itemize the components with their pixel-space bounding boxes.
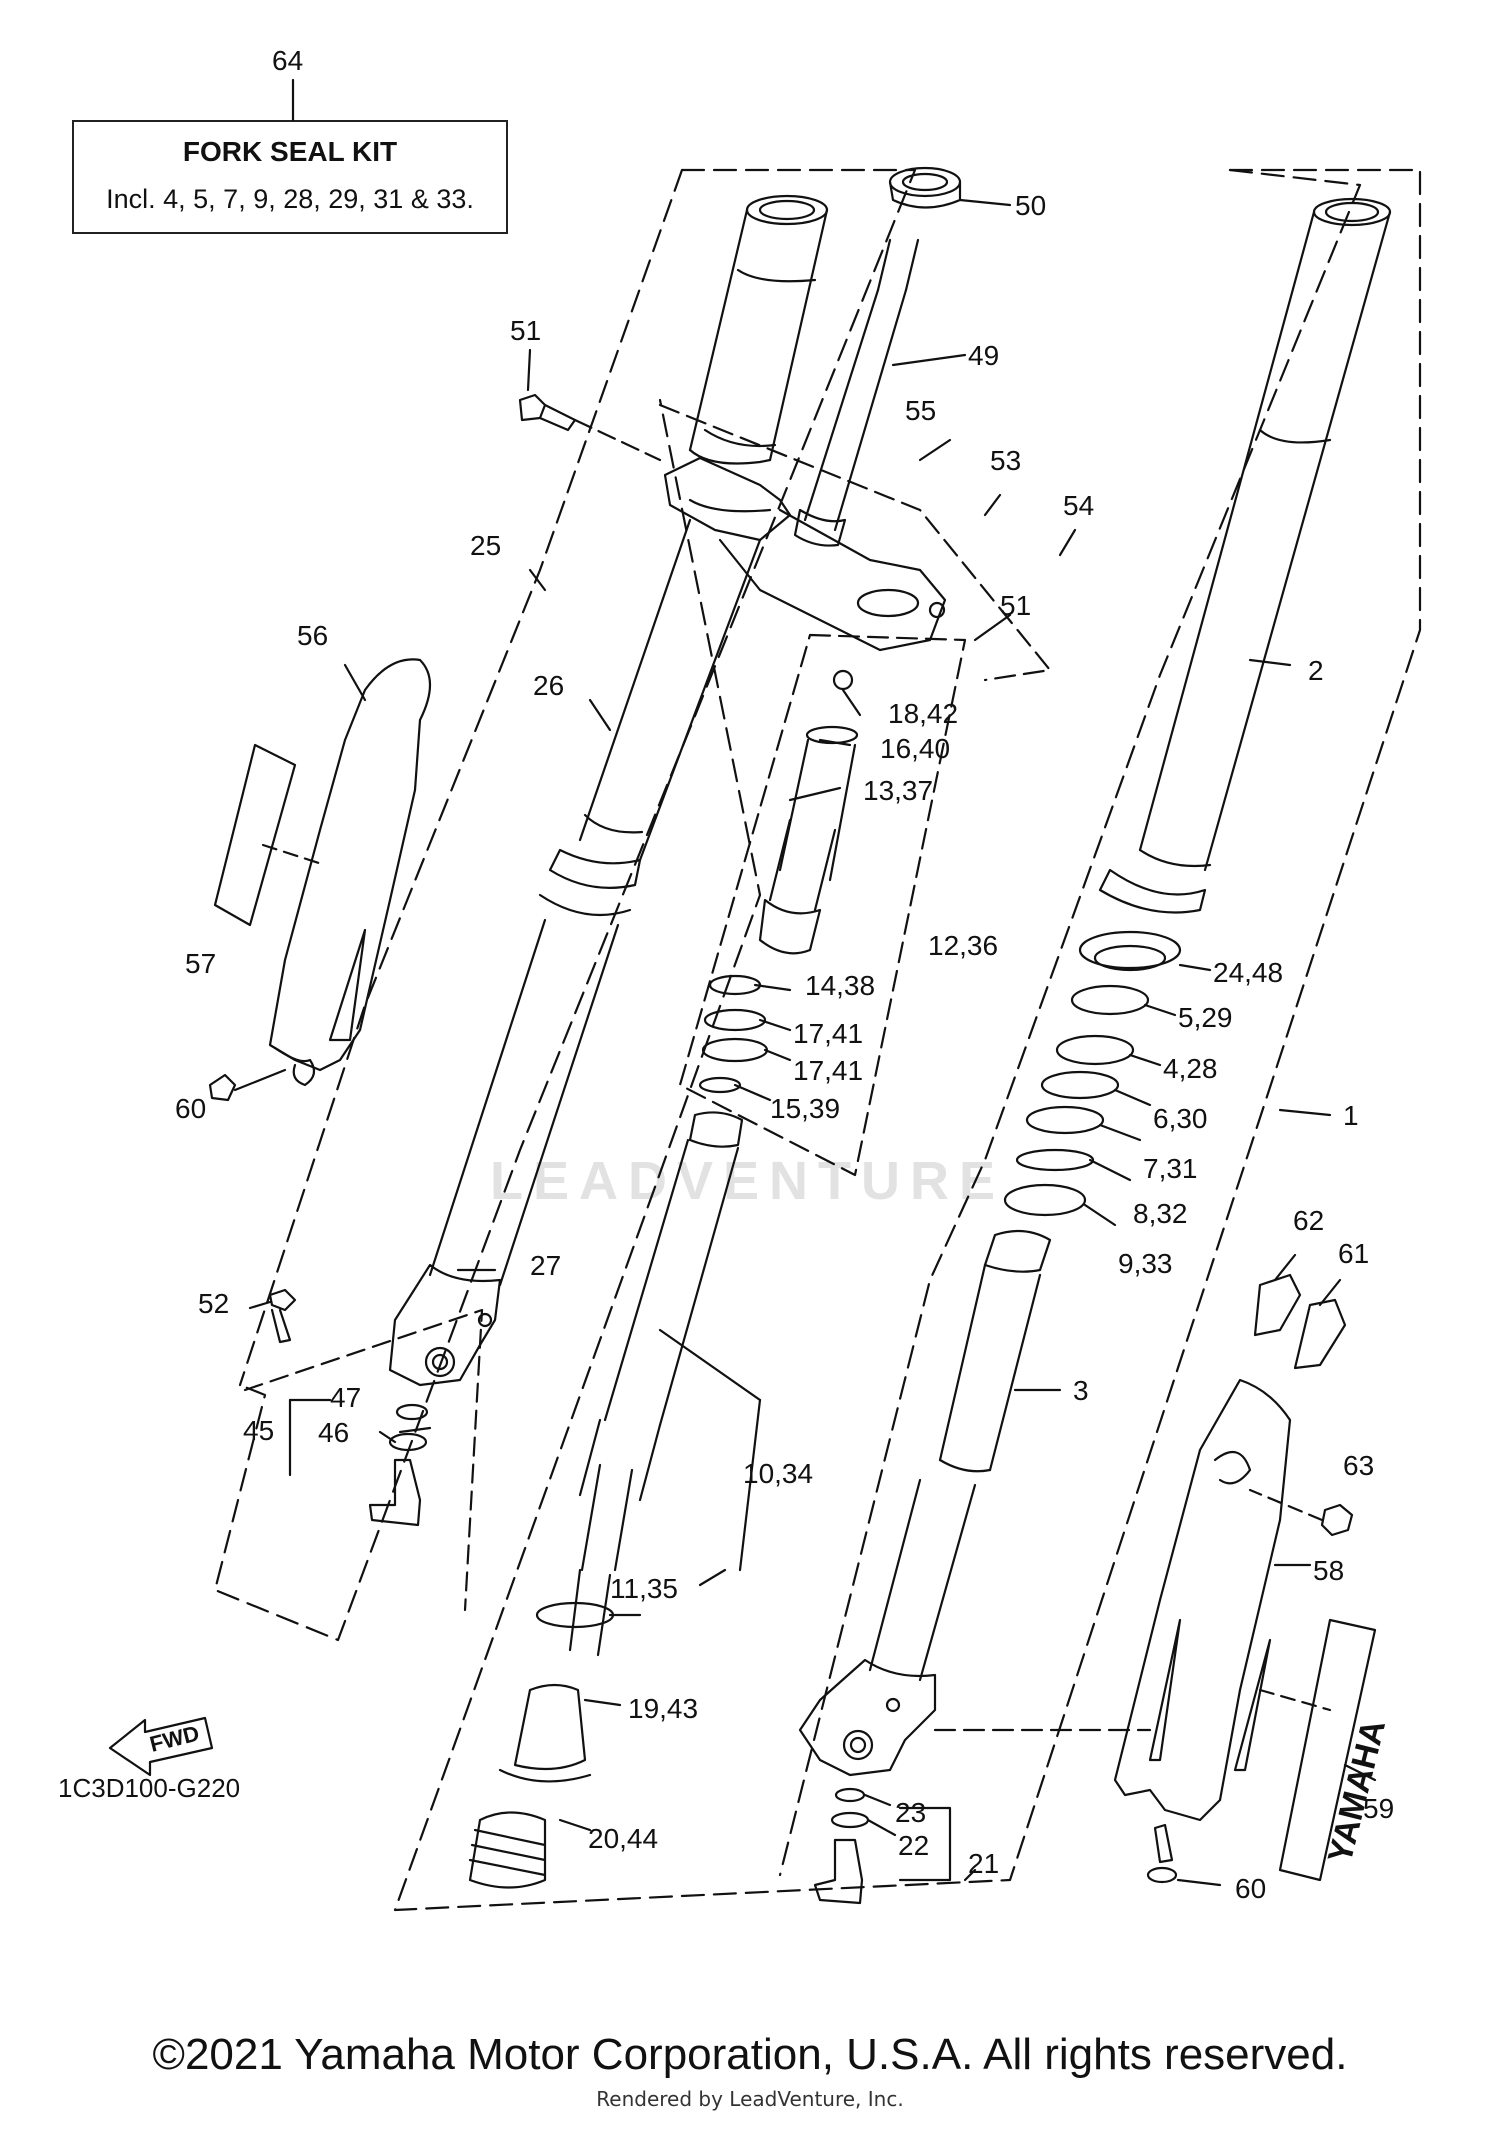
callout-2: 2 (1308, 655, 1324, 686)
callout-45: 45 (243, 1415, 274, 1446)
callout-9-33: 9,33 (1118, 1248, 1173, 1279)
callout-51-lower: 51 (1000, 590, 1031, 621)
yamaha-logo-text: YAMAHA (1321, 1716, 1393, 1867)
callout-13-37: 13,37 (863, 775, 933, 806)
callout-17-41-a: 17,41 (793, 1018, 863, 1049)
watermark: LEADVENTURE (490, 1151, 1006, 1211)
dust-seal (1078, 930, 1182, 970)
right-guard-decal (1278, 1618, 1377, 1882)
callout-18-42: 18,42 (888, 698, 958, 729)
fork-seal-kit-box: FORK SEAL KIT Incl. 4, 5, 7, 9, 28, 29, … (72, 120, 508, 234)
callout-26: 26 (533, 670, 564, 701)
callout-53: 53 (990, 445, 1021, 476)
clip-61 (1293, 1298, 1347, 1370)
oil-seal (1070, 984, 1150, 1016)
callout-60-left: 60 (175, 1093, 206, 1124)
right-outer-tube (1098, 197, 1392, 914)
callout-57: 57 (185, 948, 216, 979)
bolt-51-upper (518, 393, 662, 462)
nut-63 (1320, 1503, 1354, 1537)
callout-25: 25 (470, 530, 501, 561)
clip-62 (1253, 1273, 1302, 1337)
callout-46: 46 (318, 1417, 349, 1448)
callout-55: 55 (905, 395, 936, 426)
callout-20-44: 20,44 (588, 1823, 658, 1854)
callout-12-36: 12,36 (928, 930, 998, 961)
callout-10-34: 10,34 (743, 1458, 813, 1489)
upper-triple-clamp (663, 456, 947, 652)
bolt-60-left (208, 1068, 287, 1102)
fork-spring (468, 1683, 592, 1889)
callout-11-35: 11,35 (610, 1573, 678, 1604)
fork-cap-50 (888, 166, 962, 209)
callout-61: 61 (1338, 1238, 1369, 1269)
callout-15-39: 15,39 (770, 1093, 840, 1124)
bolt-52 (248, 1288, 297, 1344)
fwd-arrow (108, 1716, 214, 1777)
diagram-code: 1C3D100-G220 (58, 1773, 241, 1803)
cartridge-tube (535, 1111, 744, 1657)
callout-62: 62 (1293, 1205, 1324, 1236)
left-fork-guard (268, 658, 431, 1087)
callout-56: 56 (297, 620, 328, 651)
callout-14-38: 14,38 (805, 970, 875, 1001)
callout-8-32: 8,32 (1133, 1198, 1188, 1229)
left-axle-bracket (388, 1263, 502, 1387)
right-inner-tube (868, 1229, 1052, 1682)
left-outer-tube (688, 194, 829, 465)
kit-description: Incl. 4, 5, 7, 9, 28, 29, 31 & 33. (106, 184, 474, 214)
callout-5-29: 5,29 (1178, 1002, 1233, 1033)
callout-6-30: 6,30 (1153, 1103, 1208, 1134)
slide-bushing (1055, 1034, 1135, 1066)
callout-58: 58 (1313, 1555, 1344, 1586)
callout-59: 59 (1363, 1793, 1394, 1824)
seal-9 (1003, 1183, 1087, 1217)
left-inner-tube (428, 518, 762, 1287)
washer (1040, 1070, 1120, 1100)
callout-7-31: 7,31 (1143, 1153, 1198, 1184)
drain-bolt-left (288, 1398, 429, 1527)
right-fork-guard (1113, 1378, 1292, 1822)
callout-49: 49 (968, 340, 999, 371)
callout-54: 54 (1063, 490, 1094, 521)
callout-64: 64 (272, 45, 303, 76)
callout-21: 21 (968, 1848, 999, 1879)
damper-cartridge (698, 669, 859, 1094)
callout-47: 47 (330, 1382, 361, 1413)
callout-3: 3 (1073, 1375, 1089, 1406)
copyright-text: ©2021 Yamaha Motor Corporation, U.S.A. A… (152, 2030, 1348, 2079)
right-axle-bracket (798, 1658, 937, 1777)
callout-4-28: 4,28 (1163, 1053, 1218, 1084)
callout-24-48: 24,48 (1213, 957, 1283, 988)
callout-1: 1 (1343, 1100, 1359, 1131)
callout-22: 22 (898, 1830, 929, 1861)
callout-60-right: 60 (1235, 1873, 1266, 1904)
callout-50: 50 (1015, 190, 1046, 221)
callout-51-upper: 51 (510, 315, 541, 346)
callout-52: 52 (198, 1288, 229, 1319)
callout-17-41-b: 17,41 (793, 1055, 863, 1086)
circlip (1015, 1148, 1095, 1172)
left-guard-decal (213, 743, 297, 927)
callout-19-43: 19,43 (628, 1693, 698, 1724)
kit-title: FORK SEAL KIT (182, 136, 398, 167)
guide-bushing (1025, 1105, 1105, 1135)
damper-rod-49 (793, 238, 920, 547)
bolt-60-right (1146, 1823, 1222, 1887)
callout-63: 63 (1343, 1450, 1374, 1481)
callout-23: 23 (895, 1797, 926, 1828)
callout-16-40: 16,40 (880, 733, 950, 764)
callout-27: 27 (530, 1250, 561, 1281)
rendered-by-text: Rendered by LeadVenture, Inc. (596, 2087, 904, 2111)
